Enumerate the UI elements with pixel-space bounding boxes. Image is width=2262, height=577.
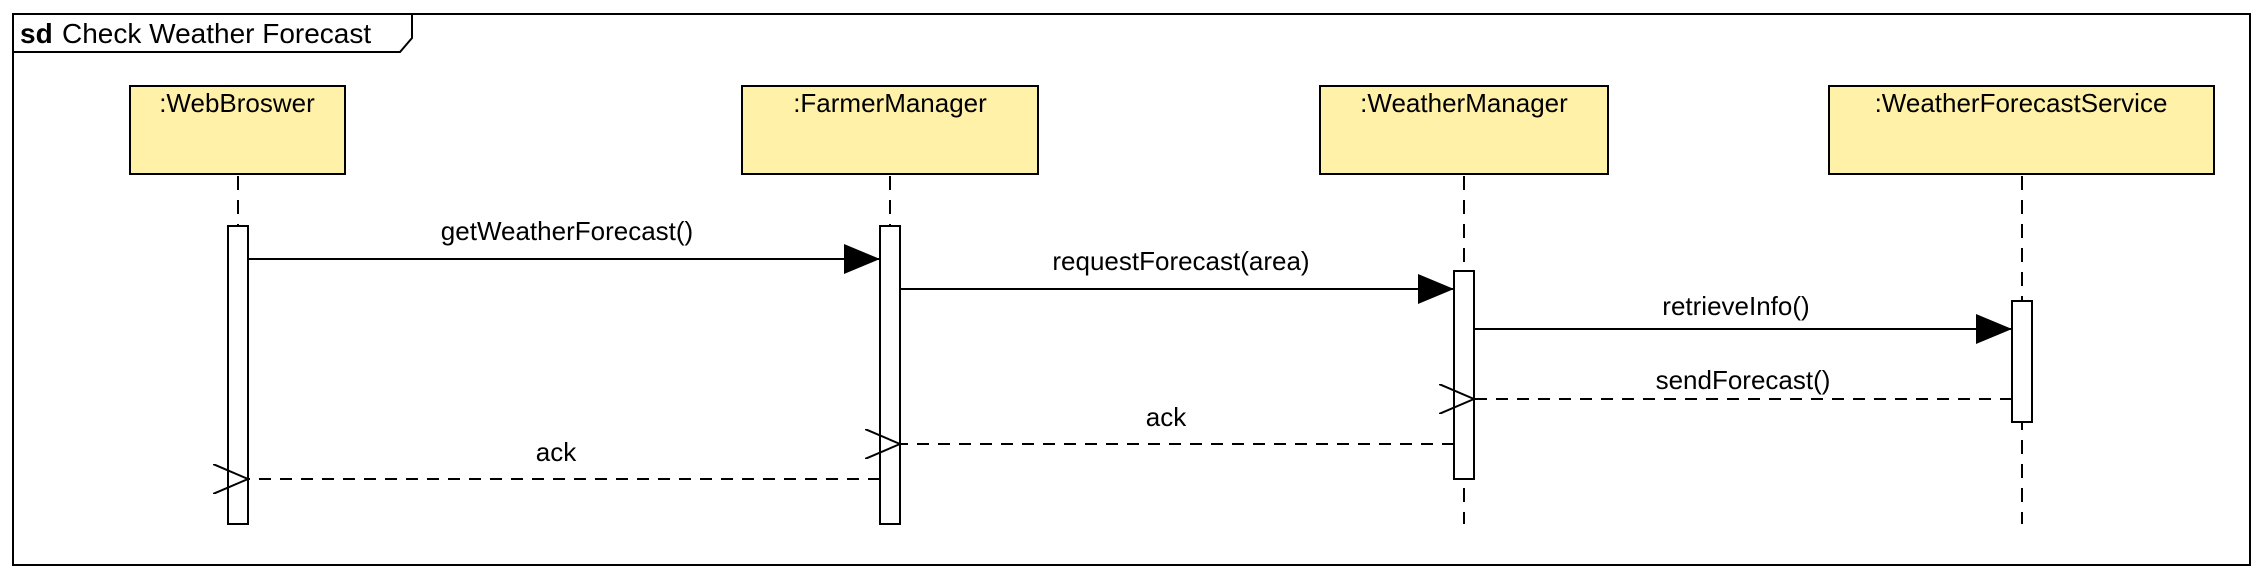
message-ack-to-webbroswer[interactable]: ack (248, 437, 880, 479)
lifeline-head[interactable] (741, 85, 1039, 175)
frame-title-tab (13, 13, 413, 53)
lifeline-weathermanager: :WeatherManager (1319, 85, 1609, 524)
message-label: getWeatherForecast() (441, 216, 693, 246)
frame-title: Check Weather Forecast (62, 18, 371, 49)
activation-bar (879, 225, 901, 525)
lifeline-label: :WeatherForecastService (1875, 88, 2168, 118)
message-label: sendForecast() (1656, 365, 1831, 395)
activation-bar (1453, 270, 1475, 480)
lifeline-farmermanager: :FarmerManager (741, 85, 1039, 525)
lifeline-weatherforecastservice: :WeatherForecastService (1828, 85, 2215, 524)
message-requestforecast[interactable]: requestForecast(area) (900, 246, 1454, 304)
message-label: ack (1146, 402, 1187, 432)
message-sendforecast[interactable]: sendForecast() (1474, 365, 2012, 399)
message-getweatherforecast[interactable]: getWeatherForecast() (248, 216, 880, 274)
lifeline-webbroswer: :WebBroswer (129, 85, 346, 525)
lifeline-head[interactable] (1828, 85, 2215, 175)
lifeline-label: :WeatherManager (1360, 88, 1568, 118)
lifeline-label: :FarmerManager (793, 88, 987, 118)
message-ack-to-farmermanager[interactable]: ack (900, 402, 1454, 444)
activation-bar (227, 225, 249, 525)
message-label: requestForecast(area) (1052, 246, 1309, 276)
lifeline-head[interactable] (1319, 85, 1609, 175)
activation-bar (2011, 300, 2033, 423)
frame-border (12, 13, 2251, 566)
message-label: retrieveInfo() (1662, 291, 1809, 321)
frame-keyword: sd (20, 18, 53, 49)
message-retrieveinfo[interactable]: retrieveInfo() (1474, 291, 2012, 344)
lifeline-label: :WebBroswer (159, 88, 315, 118)
message-label: ack (536, 437, 577, 467)
lifeline-head[interactable] (129, 85, 346, 175)
